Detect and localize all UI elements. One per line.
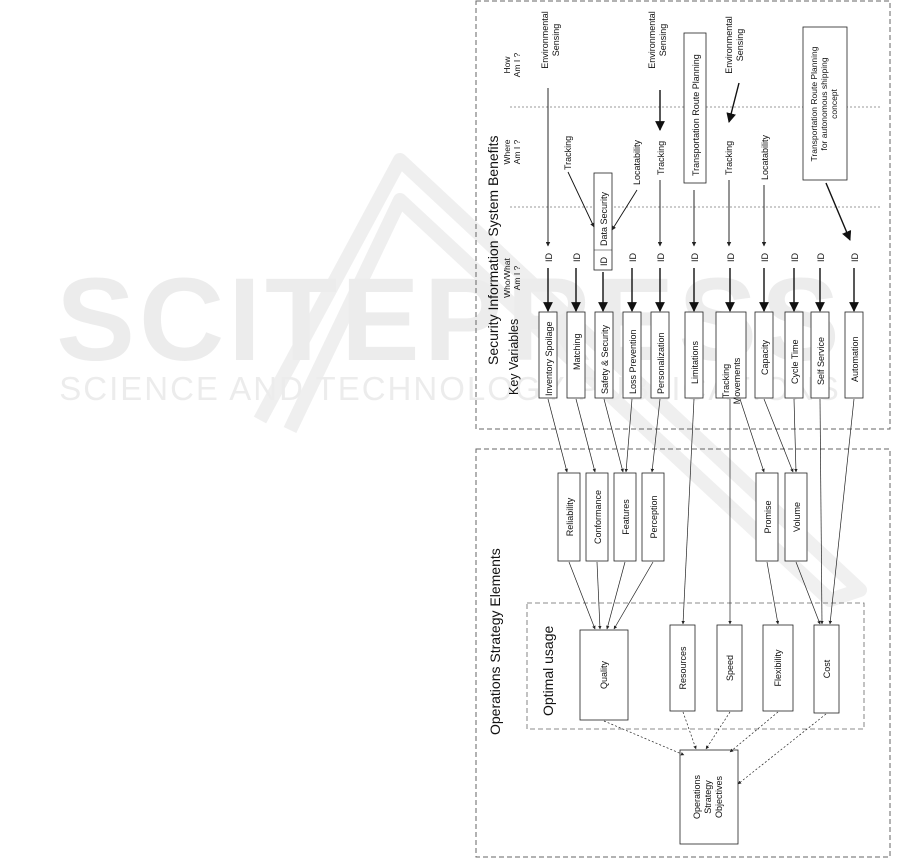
optimal-cost: Cost: [813, 624, 840, 714]
svg-text:Resources: Resources: [678, 646, 688, 690]
environmental-sensing-label: EnvironmentalSensing: [724, 16, 745, 74]
where-labels: Tracking Locatability Tracking Tracking …: [563, 134, 770, 185]
element-conformance: Conformance: [585, 472, 609, 562]
svg-text:Transportation Route Planning: Transportation Route Planning: [691, 54, 701, 176]
id-labels: ID ID ID ID ID ID ID ID ID ID: [544, 252, 860, 262]
environmental-sensing-label: EnvironmentalSensing: [540, 11, 561, 69]
svg-text:ID: ID: [599, 256, 609, 266]
kv-tracking-movements: TrackingMovements: [715, 311, 747, 404]
top-section-border: [475, 0, 891, 430]
optimal-boxes: Quality Resources Speed Flexibility Cost: [579, 624, 840, 721]
element-promise: Promise: [755, 472, 779, 562]
svg-text:TrackingMovements: TrackingMovements: [721, 357, 742, 404]
top-arrows: [543, 82, 859, 312]
bottom-section-title: Operations Strategy Elements: [487, 548, 503, 735]
svg-text:Capacity: Capacity: [760, 339, 770, 375]
key-variables: Inventory Spoilage Matching Safety & Sec…: [538, 311, 864, 404]
element-perception: Perception: [641, 472, 665, 562]
svg-text:Self Service: Self Service: [816, 337, 826, 385]
route-planning-box: Transportation Route Planning: [683, 32, 707, 184]
row-label-where: WhereAm I ?: [502, 139, 522, 164]
watermark-main: SCITEPRESS: [56, 254, 844, 386]
kv-cycle-time: Cycle Time: [784, 311, 804, 399]
key-variables-label: Key Variables: [507, 319, 521, 395]
id-label: ID: [760, 252, 770, 262]
tracking-label: Tracking: [656, 141, 666, 175]
svg-text:Conformance: Conformance: [593, 490, 603, 544]
top-section-title: Security Information System Benefits: [485, 135, 501, 365]
optimal-usage-border: [526, 602, 865, 730]
svg-text:Features: Features: [621, 499, 631, 535]
svg-text:Reliability: Reliability: [565, 497, 575, 536]
id-label: ID: [628, 252, 638, 262]
svg-text:OperationsStrategyObjectives: OperationsStrategyObjectives: [692, 774, 724, 819]
element-features: Features: [613, 472, 637, 562]
svg-text:Inventory Spoilage: Inventory Spoilage: [544, 321, 554, 396]
data-security-box: ID Data Security: [593, 172, 613, 271]
svg-text:Safety & Security: Safety & Security: [600, 324, 610, 394]
optimal-flexibility: Flexibility: [762, 624, 794, 712]
svg-text:Speed: Speed: [725, 655, 735, 681]
row-label-who: Who/WhatAm I ?: [502, 258, 522, 298]
id-label: ID: [544, 252, 554, 262]
id-label: ID: [790, 252, 800, 262]
svg-text:Data Security: Data Security: [599, 191, 609, 246]
route-planning-auto-box: Transportation Route Planningfor autonom…: [802, 26, 848, 181]
objectives-box: OperationsStrategyObjectives: [679, 749, 739, 845]
kv-automation: Automation: [844, 311, 864, 399]
environmental-sensing-label: EnvironmentalSensing: [647, 11, 668, 69]
bottom-section-border: [475, 448, 891, 858]
kv-safety-security: Safety & Security: [594, 311, 614, 399]
locatability-label: Locatability: [760, 134, 770, 180]
element-volume: Volume: [784, 472, 808, 562]
bottom-arrows: [547, 398, 855, 785]
tracking-label: Tracking: [724, 141, 734, 175]
kv-inventory-spoilage: Inventory Spoilage: [538, 311, 558, 399]
kv-loss-prevention: Loss Prevention: [622, 311, 642, 399]
svg-text:Volume: Volume: [792, 502, 802, 532]
watermark-sub: SCIENCE AND TECHNOLOGY PUBLICATIONS: [59, 370, 841, 407]
svg-text:Quality: Quality: [599, 660, 609, 689]
svg-text:Transportation Route Planningf: Transportation Route Planningfor autonom…: [809, 46, 839, 161]
id-label: ID: [816, 252, 826, 262]
svg-text:Limitations: Limitations: [690, 340, 700, 384]
svg-text:Personalization: Personalization: [656, 332, 666, 394]
id-label: ID: [690, 252, 700, 262]
svg-text:Automation: Automation: [850, 336, 860, 382]
row-label-how: HowAm I ?: [502, 52, 522, 77]
svg-text:Cycle Time: Cycle Time: [790, 339, 800, 384]
kv-capacity: Capacity: [754, 311, 774, 399]
kv-limitations: Limitations: [684, 311, 704, 399]
id-label: ID: [726, 252, 736, 262]
tracking-label: Tracking: [563, 136, 573, 170]
svg-text:Loss Prevention: Loss Prevention: [628, 329, 638, 394]
kv-personalization: Personalization: [650, 311, 670, 399]
id-label: ID: [850, 252, 860, 262]
optimal-usage-label: Optimal usage: [540, 626, 556, 716]
optimal-resources: Resources: [669, 624, 696, 712]
svg-text:Promise: Promise: [763, 500, 773, 533]
kv-self-service: Self Service: [810, 311, 830, 399]
how-labels: EnvironmentalSensing EnvironmentalSensin…: [540, 11, 745, 74]
id-label: ID: [572, 252, 582, 262]
kv-matching: Matching: [566, 311, 586, 399]
element-reliability: Reliability: [557, 472, 581, 562]
operations-elements: Reliability Conformance Features Percept…: [557, 472, 808, 562]
watermark: SCITEPRESS SCIENCE AND TECHNOLOGY PUBLIC…: [56, 153, 867, 607]
locatability-label: Locatability: [632, 139, 642, 185]
svg-text:Perception: Perception: [649, 495, 659, 538]
svg-text:Cost: Cost: [822, 659, 832, 678]
optimal-quality: Quality: [579, 629, 629, 721]
svg-text:Flexibility: Flexibility: [773, 649, 783, 687]
svg-text:Matching: Matching: [572, 333, 582, 370]
id-label: ID: [656, 252, 666, 262]
optimal-speed: Speed: [716, 624, 743, 712]
